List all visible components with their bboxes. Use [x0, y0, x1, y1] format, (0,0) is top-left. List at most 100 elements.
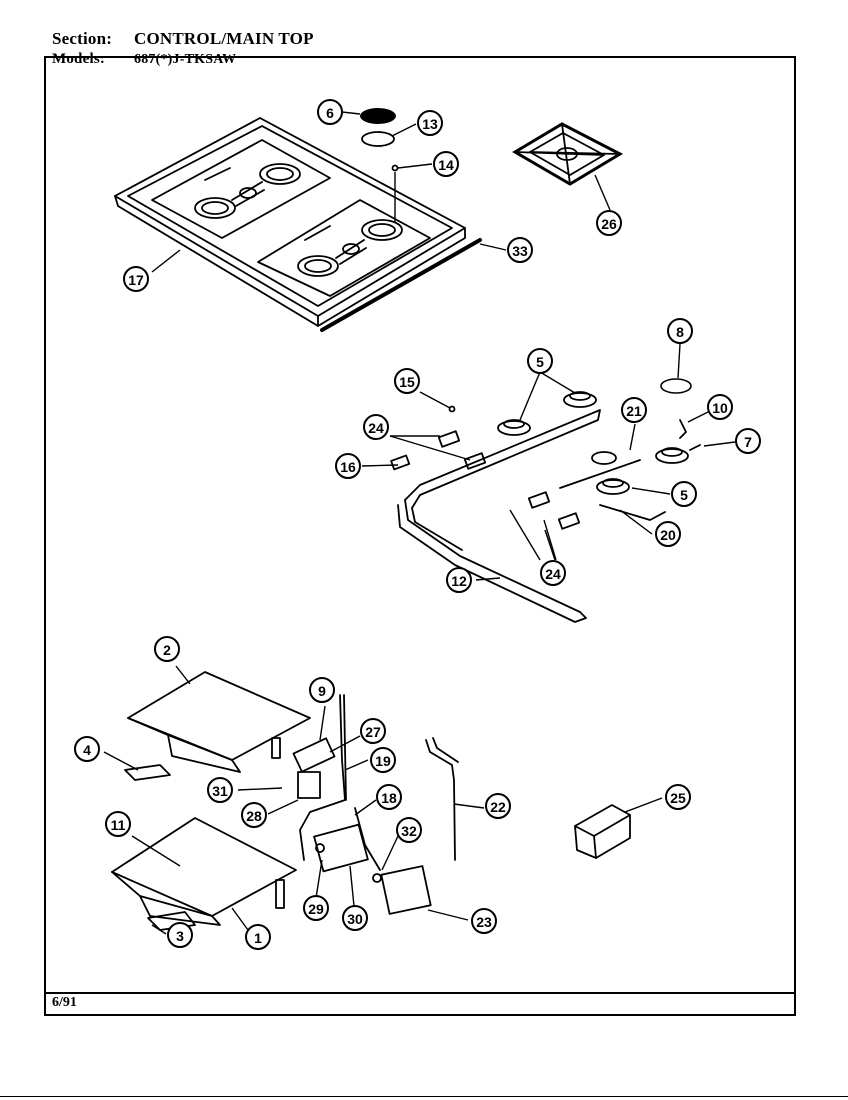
callout-6-number: 6 — [326, 105, 334, 121]
callout-30: 30 — [342, 905, 368, 931]
burner-grate — [512, 122, 624, 186]
callout-15-number: 15 — [399, 374, 415, 390]
callout-9: 9 — [309, 677, 335, 703]
callout-23-circle — [471, 908, 497, 934]
callout-6: 6 — [317, 99, 343, 125]
callout-28: 28 — [241, 802, 267, 828]
callout-32: 32 — [396, 817, 422, 843]
callout-22-number: 22 — [490, 799, 506, 815]
callout-17-number: 17 — [128, 272, 144, 288]
callout-32-circle — [396, 817, 422, 843]
callout-14-number: 14 — [438, 157, 454, 173]
callout-29: 29 — [303, 895, 329, 921]
callout-29-circle — [303, 895, 329, 921]
callout-4-circle — [74, 736, 100, 762]
callout-31: 31 — [207, 777, 233, 803]
burner-cap — [360, 108, 396, 124]
footer-divider — [44, 992, 796, 994]
callout-12: 12 — [446, 567, 472, 593]
callout-5-upper-circle — [527, 348, 553, 374]
callout-27: 27 — [360, 718, 386, 744]
callout-1: 1 — [245, 924, 271, 950]
burner-ring — [361, 131, 395, 147]
callout-1-number: 1 — [254, 930, 262, 946]
callout-24-lower-circle — [540, 560, 566, 586]
callout-16: 16 — [335, 453, 361, 479]
lower-burner-shield — [111, 817, 297, 931]
callout-16-circle — [335, 453, 361, 479]
callout-18-circle — [376, 784, 402, 810]
callout-28-number: 28 — [246, 808, 262, 824]
leader-lines — [103, 111, 736, 935]
callout-16-number: 16 — [340, 459, 356, 475]
callout-5-lower-circle — [671, 481, 697, 507]
callout-21: 21 — [621, 397, 647, 423]
callout-33-number: 33 — [512, 243, 528, 259]
igniter-module — [574, 804, 631, 859]
callout-6-circle — [317, 99, 343, 125]
callout-31-number: 31 — [212, 783, 228, 799]
callout-28-circle — [241, 802, 267, 828]
upper-burner-shield — [124, 671, 311, 781]
footer-date: 6/91 — [52, 995, 77, 1010]
callout-15-circle — [394, 368, 420, 394]
callout-10: 10 — [707, 394, 733, 420]
callout-3-number: 3 — [176, 928, 184, 944]
callout-27-number: 27 — [365, 724, 381, 740]
callout-23: 23 — [471, 908, 497, 934]
callout-14-circle — [433, 151, 459, 177]
callout-31-circle — [207, 777, 233, 803]
section-label: Section: — [52, 29, 113, 48]
callout-3-circle — [167, 922, 193, 948]
burner-manifold-assembly — [390, 378, 701, 623]
callout-19-number: 19 — [375, 753, 391, 769]
callout-25-number: 25 — [670, 790, 686, 806]
callout-18-number: 18 — [381, 790, 397, 806]
screw — [391, 164, 399, 172]
callout-9-number: 9 — [318, 683, 326, 699]
callout-24-lower-number: 24 — [545, 566, 561, 582]
callout-33: 33 — [507, 237, 533, 263]
callout-32-number: 32 — [401, 823, 417, 839]
callout-8-circle — [667, 318, 693, 344]
callout-9-circle — [309, 677, 335, 703]
callout-2: 2 — [154, 636, 180, 662]
callout-10-circle — [707, 394, 733, 420]
callout-23-number: 23 — [476, 914, 492, 930]
callout-18: 18 — [376, 784, 402, 810]
callout-12-circle — [446, 567, 472, 593]
callout-29-number: 29 — [308, 901, 324, 917]
callout-25: 25 — [665, 784, 691, 810]
callout-8-number: 8 — [676, 324, 684, 340]
callout-1-circle — [245, 924, 271, 950]
callout-4-number: 4 — [83, 742, 91, 758]
callout-26-grate: 26 — [596, 210, 622, 236]
callout-24-upper-circle — [363, 414, 389, 440]
callout-19-circle — [370, 747, 396, 773]
callout-7-number: 7 — [744, 434, 752, 450]
callout-3: 3 — [167, 922, 193, 948]
callout-25-circle — [665, 784, 691, 810]
callout-4: 4 — [74, 736, 100, 762]
models-row: Models: 687(*)J-TKSAW — [52, 51, 236, 68]
callout-24-upper-number: 24 — [368, 420, 384, 436]
callout-14: 14 — [433, 151, 459, 177]
callout-26-grate-circle — [596, 210, 622, 236]
trim-strip — [320, 238, 482, 332]
callout-24-upper: 24 — [363, 414, 389, 440]
callout-7: 7 — [735, 428, 761, 454]
callout-19: 19 — [370, 747, 396, 773]
section-row: Section: CONTROL/MAIN TOP — [52, 29, 313, 49]
callout-5-lower: 5 — [671, 481, 697, 507]
bottom-rule — [0, 1096, 848, 1097]
callout-17-circle — [123, 266, 149, 292]
valve-and-pipe-assembly — [292, 694, 459, 915]
callout-24-lower: 24 — [540, 560, 566, 586]
callout-8: 8 — [667, 318, 693, 344]
callout-27-circle — [360, 718, 386, 744]
callout-5-lower-number: 5 — [680, 487, 688, 503]
callout-17: 17 — [123, 266, 149, 292]
callout-11-circle — [105, 811, 131, 837]
